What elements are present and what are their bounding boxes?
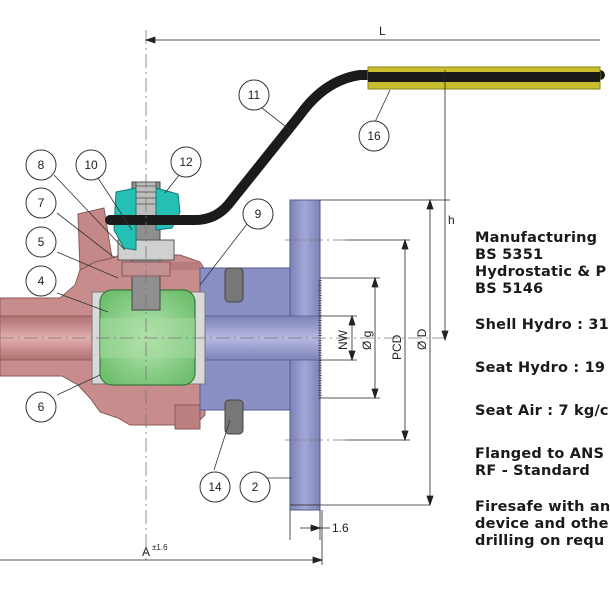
note-flanged: Flanged to ANS: [475, 446, 605, 462]
note-firesafe: Firesafe with an: [475, 499, 610, 515]
callout-16: 16: [367, 129, 381, 143]
callout-9: 9: [255, 207, 262, 221]
dim-A: A: [142, 545, 150, 559]
dim-L: L: [379, 24, 386, 38]
callouts: [25, 79, 390, 503]
dimension-lines: [0, 36, 600, 565]
dim-PCD: PCD: [390, 334, 404, 360]
lever-handle: [105, 66, 605, 225]
note-seat-hydro: Seat Hydro : 19: [475, 360, 606, 376]
note-drilling: drilling on requ: [475, 533, 605, 549]
note-manufacturing: Manufacturing: [475, 230, 598, 246]
note-shell-hydro: Shell Hydro : 31: [475, 317, 609, 333]
note-hydrostatic: Hydrostatic & P: [475, 264, 607, 280]
dim-NW: NW: [336, 329, 350, 350]
callout-7: 7: [38, 196, 45, 210]
spec-notes: Manufacturing BS 5351 Hydrostatic & P BS…: [475, 230, 610, 550]
callout-4: 4: [38, 274, 45, 288]
callout-6: 6: [38, 400, 45, 414]
callout-14: 14: [208, 480, 222, 494]
callout-12: 12: [179, 155, 193, 169]
centerlines: [0, 30, 445, 560]
note-device: device and othe: [475, 516, 609, 532]
note-rf-standard: RF - Standard: [475, 463, 590, 479]
dim-flange-offset: 1.6: [332, 521, 349, 535]
note-bs5351: BS 5351: [475, 247, 544, 263]
ball-and-seats: [91, 289, 206, 386]
callout-10: 10: [84, 158, 98, 172]
callout-11: 11: [248, 88, 261, 102]
callout-leaders: [53, 89, 391, 479]
flange-end: [194, 199, 322, 511]
callout-2: 2: [252, 480, 259, 494]
dim-g: Ø g: [360, 331, 374, 350]
dim-A-tol: ±1.6: [152, 543, 168, 552]
note-seat-air: Seat Air : 7 kg/c: [475, 403, 609, 419]
callout-8: 8: [38, 158, 45, 172]
callout-5: 5: [38, 235, 45, 249]
note-bs5146: BS 5146: [475, 281, 544, 297]
dim-D: Ø D: [415, 328, 429, 350]
dim-h: h: [448, 213, 455, 227]
